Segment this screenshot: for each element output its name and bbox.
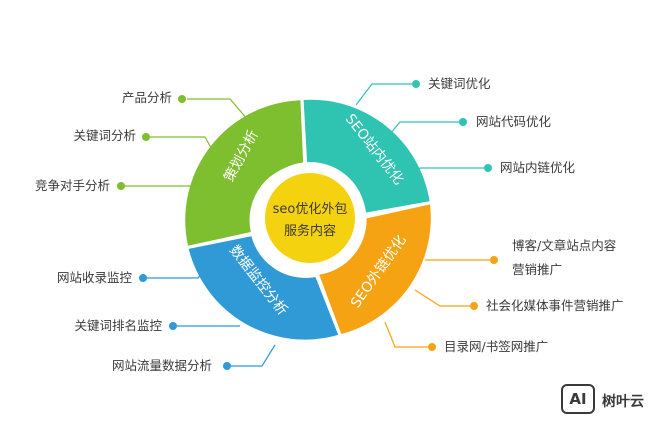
connectors-planning <box>124 98 249 187</box>
watermark-text: 树叶云 <box>602 394 644 410</box>
label-blog-article-content: 博客/文章站点内容 <box>512 238 617 253</box>
label-traffic-analysis: 网站流量数据分析 <box>111 358 212 373</box>
label-site-code-optimization: 网站代码优化 <box>476 114 552 129</box>
segment-monitoring <box>188 236 339 340</box>
label-product-analysis: 产品分析 <box>121 90 172 105</box>
center-core <box>265 173 355 263</box>
dots-onsite <box>412 80 492 172</box>
connectors-onsite <box>355 83 485 186</box>
label-internal-link-optimization: 网站内链优化 <box>500 160 576 175</box>
center-line-2: 服务内容 <box>284 223 336 239</box>
segment-seo-onsite <box>303 99 430 213</box>
connectors-monitoring <box>146 261 276 367</box>
label-marketing-promotion: 营销推广 <box>512 262 563 277</box>
segment-planning <box>185 100 304 246</box>
segment-seo-offsite <box>319 204 431 334</box>
label-competitor-analysis: 竞争对手分析 <box>34 178 110 193</box>
connectors-offsite <box>384 259 490 348</box>
center-line-1: seo优化外包 <box>273 202 348 217</box>
dots-monitoring <box>139 274 231 370</box>
label-ranking-monitoring: 关键词排名监控 <box>74 318 162 333</box>
label-directory-bookmark-promotion: 目录网/书签网推广 <box>444 339 549 354</box>
dots-planning <box>117 95 186 190</box>
dots-offsite <box>428 256 498 351</box>
label-keyword-optimization: 关键词优化 <box>428 76 491 91</box>
label-indexing-monitoring: 网站收录监控 <box>56 270 132 285</box>
watermark-logo: AI <box>561 384 595 414</box>
label-keyword-analysis: 关键词分析 <box>73 128 136 143</box>
label-social-media-promotion: 社会化媒体事件营销推广 <box>486 298 624 313</box>
